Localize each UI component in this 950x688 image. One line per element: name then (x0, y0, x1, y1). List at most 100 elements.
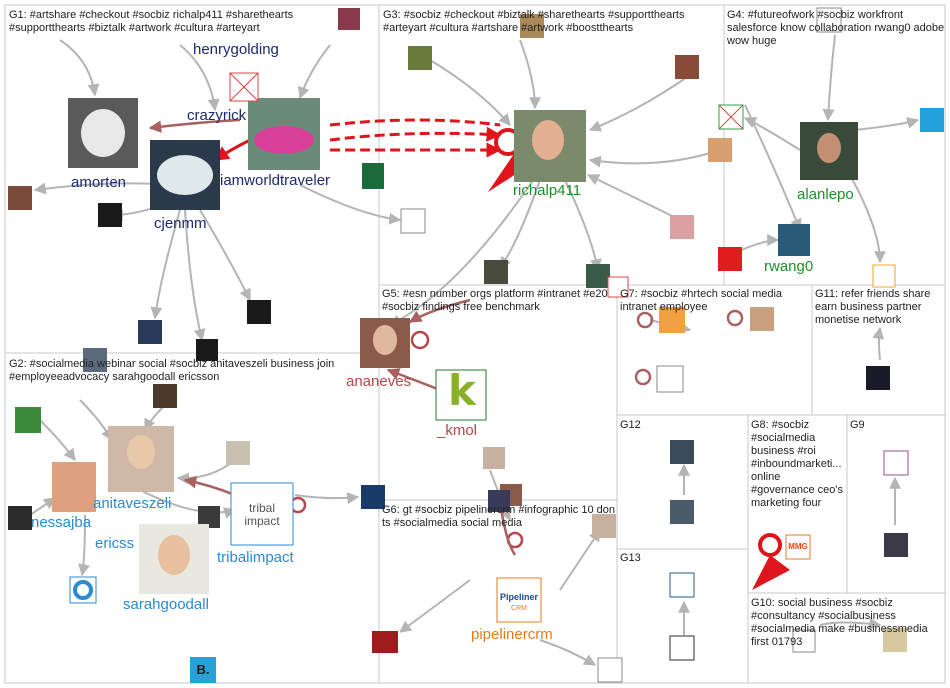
group-label-g2: G2: #socialmedia webinar social #socbiz … (9, 358, 335, 383)
avatar-tile[interactable] (372, 631, 398, 653)
panel-g12 (616, 414, 749, 550)
vertex-label-cjenmm[interactable]: cjenmm (154, 215, 207, 232)
avatar-tile[interactable] (520, 14, 544, 38)
avatar-tile[interactable] (866, 366, 890, 390)
avatar-face (817, 133, 841, 163)
vertex-label-crazyrick[interactable]: crazyrick (187, 107, 247, 124)
avatar-tile[interactable] (872, 264, 896, 288)
red-edges (213, 118, 790, 590)
vertex-label-tribalimpact[interactable]: tribalimpact (217, 549, 294, 566)
avatar-tile[interactable] (884, 533, 908, 557)
avatar-tile[interactable] (230, 482, 294, 546)
group-label-g11: G11: refer friends share earn business p… (815, 288, 931, 326)
avatar-tile[interactable] (659, 307, 685, 333)
avatar-tile[interactable] (883, 450, 909, 476)
pipeliner-logo-sub: CRM (511, 605, 527, 612)
avatar-tile[interactable] (8, 506, 32, 530)
avatar-tile[interactable] (198, 506, 220, 528)
avatar-face (373, 325, 397, 355)
avatar-tile[interactable] (362, 163, 384, 189)
group-label-g6: G6: gt #socbiz pipelinercrm #infographic… (382, 504, 615, 529)
avatar-tile[interactable] (190, 657, 216, 683)
gray-edges (29, 34, 920, 666)
group-label-g5: G5: #esn number orgs platform #intranet … (382, 288, 608, 313)
avatar-face (532, 120, 564, 160)
group-label-g9: G9 (850, 419, 865, 431)
avatar-tile[interactable] (52, 462, 96, 512)
avatar-tile[interactable] (483, 447, 505, 469)
avatar-tile[interactable] (597, 657, 623, 683)
avatar-tile[interactable] (670, 440, 694, 464)
mmg-badge: MMG (788, 542, 808, 551)
pipeliner-logo-name: Pipeliner (499, 592, 538, 602)
avatar-tile[interactable] (435, 369, 487, 421)
vertex-label-henrygolding[interactable]: henrygolding (193, 41, 279, 58)
avatar-tile[interactable] (226, 441, 250, 465)
avatar-tile[interactable] (670, 215, 694, 239)
avatar-tile[interactable] (196, 339, 218, 361)
avatar-tile[interactable] (408, 46, 432, 70)
avatar-tile[interactable] (785, 534, 811, 560)
avatar-tile[interactable] (670, 500, 694, 524)
avatar-tile[interactable] (247, 300, 271, 324)
avatar-wave (157, 155, 213, 195)
panel-g13 (616, 548, 749, 684)
avatar-tile[interactable] (750, 307, 774, 331)
avatar-tile[interactable] (8, 186, 32, 210)
adobe-logo[interactable] (718, 247, 742, 271)
vertex-label-richalp411[interactable]: richalp411 (513, 182, 582, 199)
avatar-tile[interactable] (83, 348, 107, 372)
avatar-tile[interactable] (656, 365, 684, 393)
vertex-label-iamworldtraveler[interactable]: iamworldtraveler (220, 172, 331, 189)
avatar-tile[interactable] (792, 629, 816, 653)
avatars (8, 7, 944, 683)
avatar-tile[interactable] (883, 628, 907, 652)
group-label-g13: G13 (620, 552, 641, 564)
vertex-label-rwang0[interactable]: rwang0 (764, 258, 814, 275)
group-label-g12: G12 (620, 419, 641, 431)
vertex-label-ericss[interactable]: ericss (95, 535, 135, 552)
avatar-tile[interactable] (592, 514, 616, 538)
avatar-face (127, 435, 155, 469)
group-label-g1: G1: #artshare #checkout #socbiz richalp4… (9, 9, 294, 34)
avatar-tile[interactable] (708, 138, 732, 162)
tribal-logo-line1: tribal (248, 501, 275, 515)
avatar-tile[interactable] (484, 260, 508, 284)
kmol-logo-letter: k (448, 366, 476, 415)
vertex-label-amorten[interactable]: amorten (71, 174, 127, 191)
avatar-tile[interactable] (778, 224, 810, 256)
avatar-tile[interactable] (607, 276, 629, 298)
avatar-dog (81, 109, 125, 157)
avatar-tile[interactable] (153, 384, 177, 408)
avatar-tile[interactable] (400, 208, 426, 234)
vertex-label-ananeves[interactable]: ananeves (346, 373, 412, 390)
avatar-tile[interactable] (496, 577, 542, 623)
avatar-tile[interactable] (361, 485, 385, 509)
panel-g10 (747, 592, 946, 684)
avatar-tile[interactable] (15, 407, 41, 433)
avatar-tile[interactable] (98, 203, 122, 227)
group-label-g7: G7: #socbiz #hrtech social media intrane… (620, 288, 783, 313)
vertex-label-anitaveszeli[interactable]: anitaveszeli (93, 495, 172, 512)
vertex-label-sarahgoodall[interactable]: sarahgoodall (123, 596, 209, 613)
vertex-label-kmol[interactable]: _kmol (437, 422, 478, 439)
group-label-g3: G3: #socbiz #checkout #biztalk #sharethe… (383, 9, 685, 34)
vertex-label-nessajba[interactable]: nessajba (31, 514, 92, 531)
avatar-tile[interactable] (816, 7, 842, 33)
avatar-car (254, 126, 314, 154)
avatar-tile[interactable] (669, 635, 695, 661)
avatar-tile[interactable] (138, 320, 162, 344)
broken-image-icon (229, 72, 259, 102)
avatar-face (158, 535, 190, 575)
avatar-tile[interactable] (338, 8, 360, 30)
avatar-tile[interactable] (488, 490, 510, 512)
vertex-label-alanlepo[interactable]: alanlepo (797, 186, 854, 203)
avatar-tile[interactable] (675, 55, 699, 79)
b-badge: B. (196, 662, 210, 677)
salesforce-logo[interactable] (920, 108, 944, 132)
vertex-label-pipelinercrm[interactable]: pipelinercrm (471, 626, 553, 643)
group-label-g10: G10: social business #socbiz #consultanc… (751, 597, 928, 648)
avatar-tile[interactable] (669, 572, 695, 598)
avatar-tile[interactable] (586, 264, 610, 288)
